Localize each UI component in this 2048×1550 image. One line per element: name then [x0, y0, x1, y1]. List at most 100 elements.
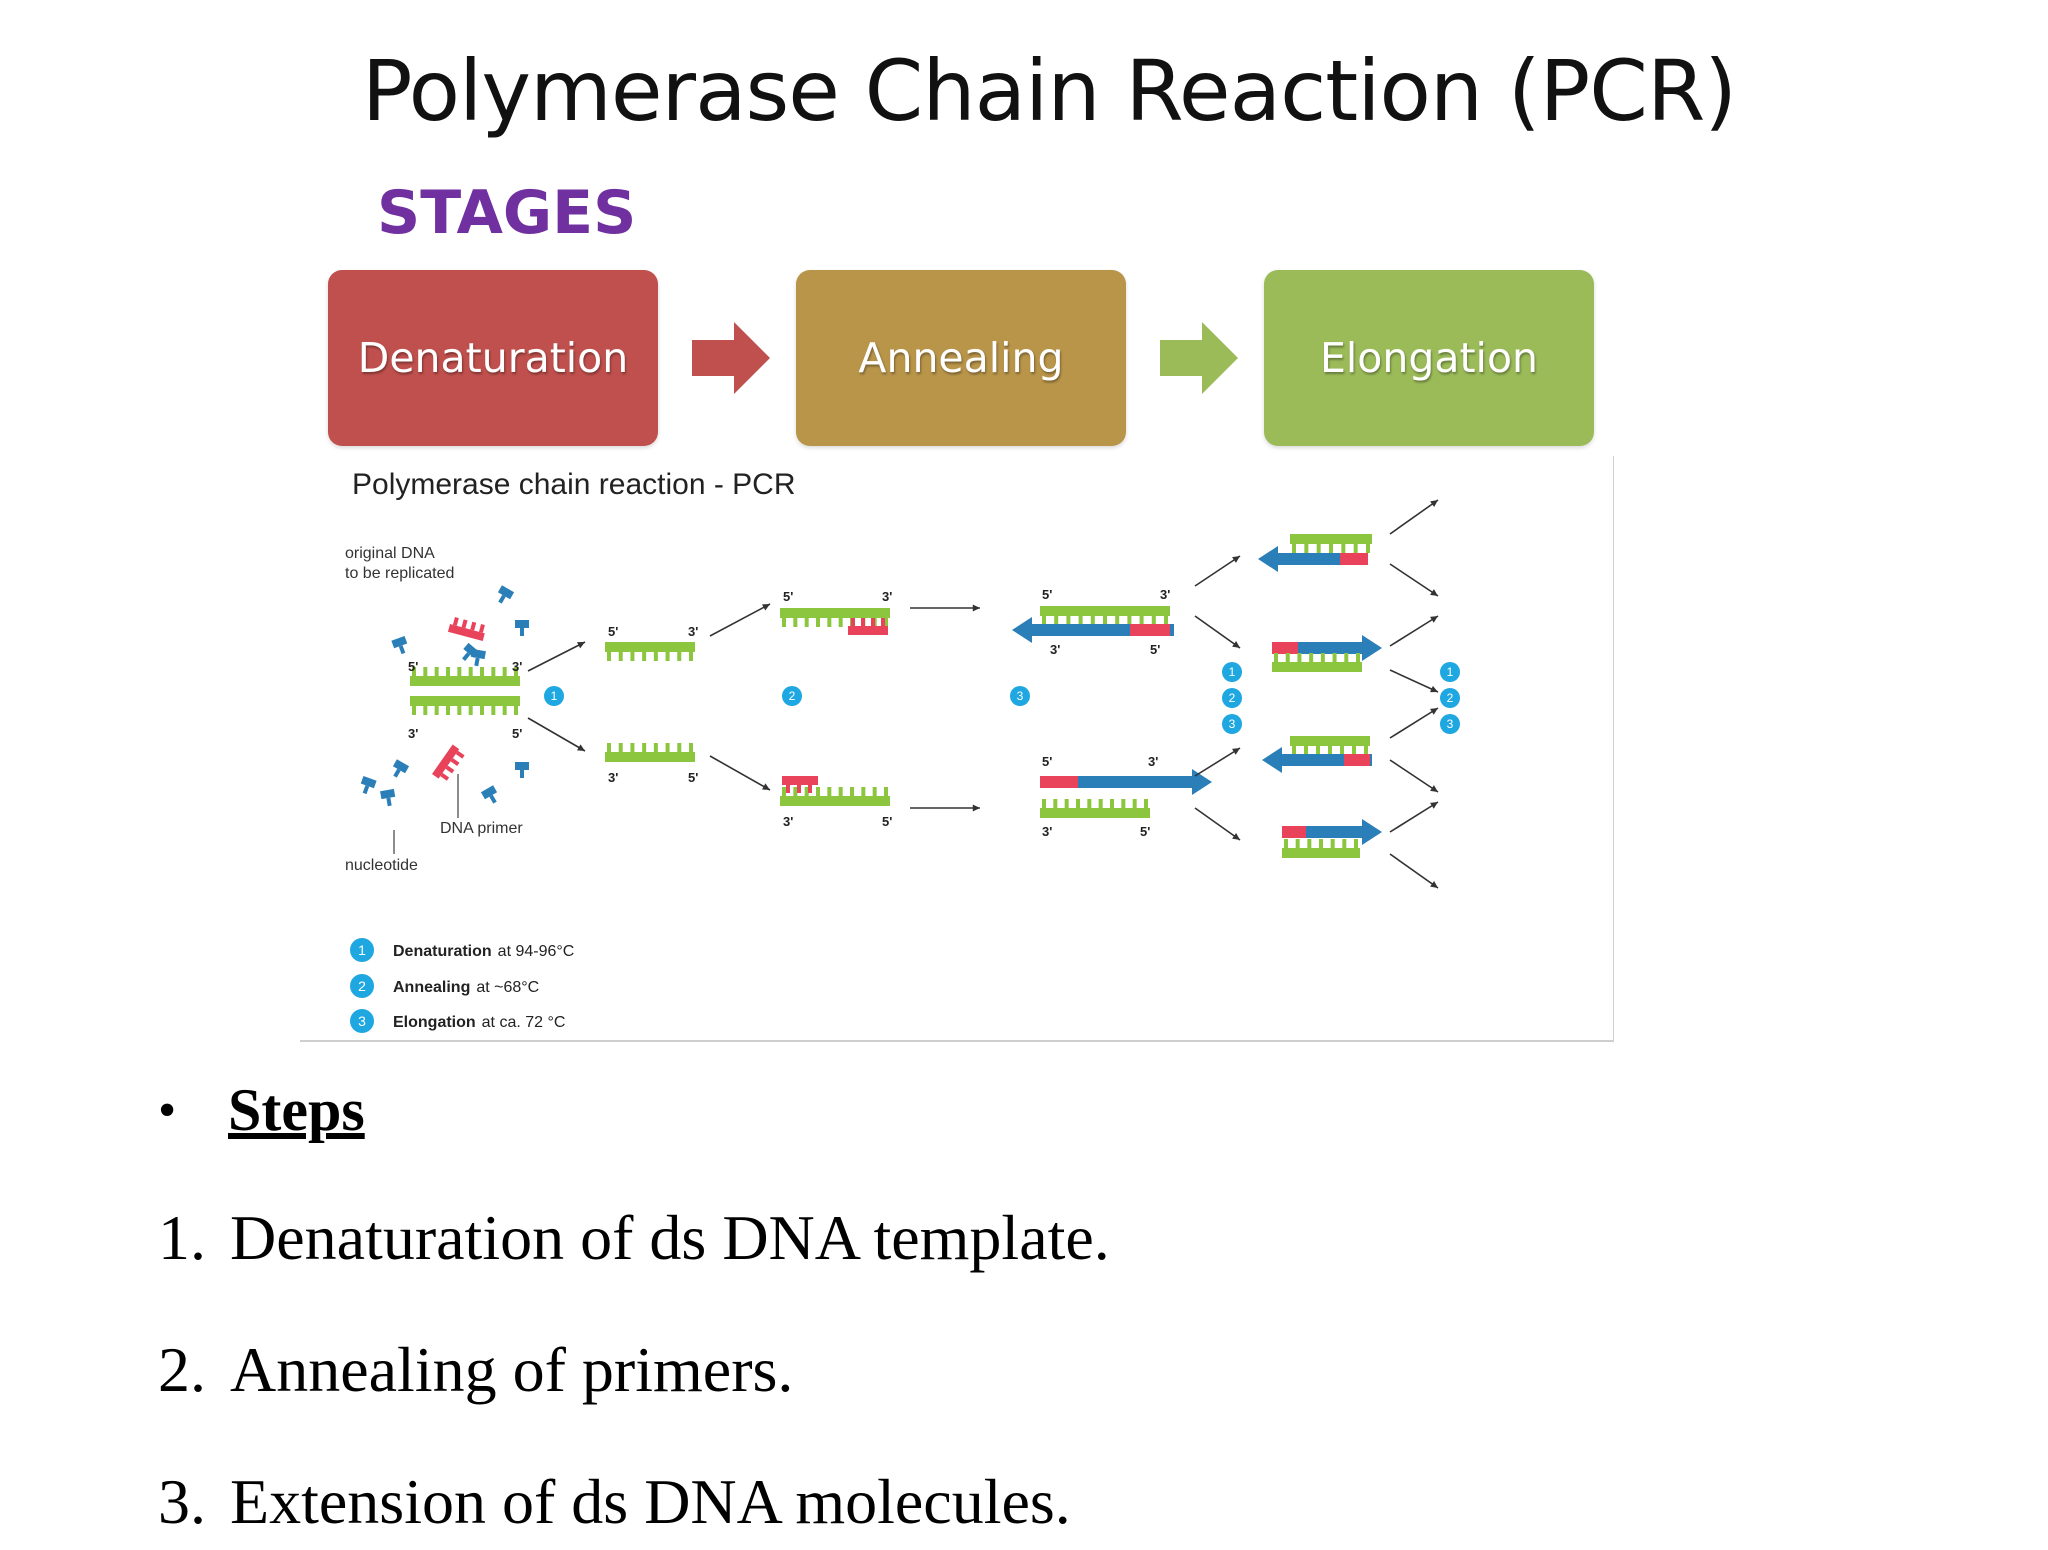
- strand-end-label: 5': [1140, 824, 1150, 839]
- legend-name: Annealing: [393, 979, 470, 996]
- step-badge-number: 1: [1447, 665, 1454, 679]
- bullet-icon: •: [158, 1081, 177, 1139]
- page-title: Polymerase Chain Reaction (PCR): [361, 42, 1737, 140]
- new-strand: [1012, 617, 1174, 643]
- pcr-diagram: Polymerase chain reaction - PCR 5' 3' 3' 5'…: [300, 456, 1614, 1042]
- step-item: 1. Denaturation of ds DNA template.: [158, 1190, 1110, 1286]
- template-strand: [1040, 606, 1170, 625]
- arrow-icon: [709, 603, 771, 637]
- arrow-icon: [1389, 759, 1439, 793]
- nucleotide-icon: [515, 620, 529, 636]
- step-badge: 1: [544, 686, 564, 706]
- step-badge: 2: [1440, 688, 1460, 708]
- dna-primer-label: DNA primer: [440, 820, 523, 837]
- arrow-icon: [1194, 555, 1241, 587]
- step-badge-number: 3: [1447, 717, 1454, 731]
- template-strand: [780, 787, 890, 806]
- step-badge: 2: [1222, 688, 1242, 708]
- arrow-icon: [1194, 807, 1241, 841]
- step-badge-number: 1: [1229, 665, 1236, 679]
- strand-end-label: 5': [1042, 754, 1052, 769]
- step-number: 2.: [158, 1334, 206, 1405]
- step-number: 3.: [158, 1466, 206, 1537]
- legend-name: Elongation: [393, 1014, 476, 1031]
- original-dna-label-line1: original DNA: [345, 545, 435, 562]
- new-strand: [1272, 635, 1382, 661]
- nucleotide-icon: [392, 759, 410, 778]
- step-badge: 2: [782, 686, 802, 706]
- template-strand: [410, 696, 520, 715]
- step-badges: 1 2 3 1 2 3 1 2 3: [544, 662, 1460, 734]
- strand-end-label: 3': [1042, 824, 1052, 839]
- step-badge-number: 3: [1017, 689, 1024, 703]
- step-badge: 1: [1440, 662, 1460, 682]
- stage-elongation-label: Elongation: [1319, 334, 1539, 382]
- strand-end-label: 5': [608, 624, 618, 639]
- legend-detail: at 94-96°C: [498, 943, 575, 960]
- free-nucleotides: [360, 585, 529, 807]
- nucleotide-icon: [360, 775, 377, 795]
- strand-end-label: 3': [1148, 754, 1158, 769]
- template-strand: [1290, 534, 1372, 553]
- strand-end-label: 5': [1150, 642, 1160, 657]
- arrow-right-icon: [1160, 322, 1238, 394]
- nucleotide-icon: [497, 585, 515, 604]
- nucleotide-icon: [380, 788, 396, 807]
- primer-strand: [848, 618, 888, 635]
- diagram-heading: Polymerase chain reaction - PCR: [352, 468, 796, 501]
- strand-end-label: 3': [882, 589, 892, 604]
- step-item: 3. Extension of ds DNA molecules.: [158, 1454, 1071, 1550]
- strand-end-label: 3': [512, 659, 522, 674]
- template-strand: [605, 743, 695, 762]
- arrow-icon: [1389, 499, 1439, 535]
- legend-name: Denaturation: [393, 943, 492, 960]
- step-badge-number: 2: [1447, 691, 1454, 705]
- step-number: 1.: [158, 1202, 206, 1273]
- step-item: 2. Annealing of primers.: [158, 1322, 793, 1418]
- strand-end-label: 5': [1042, 587, 1052, 602]
- arrow-icon: [1389, 853, 1439, 889]
- arrow-icon: [527, 641, 586, 672]
- strand-end-label: 5': [688, 770, 698, 785]
- new-strand: [1262, 747, 1372, 773]
- stage-elongation: Elongation: [1264, 270, 1594, 446]
- arrow-icon: [1389, 615, 1439, 647]
- stage-denaturation: Denaturation: [328, 270, 658, 446]
- new-strand: [1282, 819, 1382, 845]
- strand-end-label: 5': [882, 814, 892, 829]
- step-badge-number: 2: [789, 689, 796, 703]
- legend-item-denaturation: Denaturation at 94-96°C: [393, 943, 574, 960]
- strand-end-label: 5': [408, 659, 418, 674]
- new-strand: [1258, 546, 1368, 572]
- steps-heading: Steps: [228, 1076, 365, 1143]
- legend-detail: at ~68°C: [476, 979, 539, 996]
- arrow-icon: [1389, 801, 1439, 833]
- stage-annealing: Annealing: [796, 270, 1126, 446]
- strand-end-labels: 5'3'3'5'5'3'3'5'5'3'3'5'5'3'3'5'3'5'5'3': [408, 587, 1170, 839]
- nucleotide-icon: [480, 785, 498, 804]
- template-strand: [1040, 799, 1150, 818]
- arrow-icon: [1389, 707, 1439, 739]
- arrow-icon: [709, 755, 771, 791]
- primer-strand: [432, 744, 465, 781]
- nucleotide-icon: [391, 635, 408, 655]
- strand-end-label: 3': [408, 726, 418, 741]
- original-dna-label-line2: to be replicated: [345, 565, 454, 582]
- step-text: Denaturation of ds DNA template.: [230, 1202, 1110, 1273]
- legend-item-annealing: Annealing at ~68°C: [393, 979, 539, 996]
- arrow-icon: [1194, 615, 1241, 649]
- stage-denaturation-label: Denaturation: [357, 334, 629, 382]
- strand-end-label: 5': [783, 589, 793, 604]
- primer-strand: [782, 776, 818, 793]
- step-badge-number: 3: [1229, 717, 1236, 731]
- steps-heading-row: • Steps: [158, 1062, 365, 1158]
- arrow-icon: [1389, 669, 1439, 693]
- strand-end-label: 3': [608, 770, 618, 785]
- step-text: Annealing of primers.: [230, 1334, 794, 1405]
- step-text: Extension of ds DNA molecules.: [230, 1466, 1071, 1537]
- template-strand: [1272, 653, 1362, 672]
- legend-badge-2: 2: [358, 978, 366, 994]
- process-arrows: [527, 499, 1439, 889]
- strand-end-label: 5': [512, 726, 522, 741]
